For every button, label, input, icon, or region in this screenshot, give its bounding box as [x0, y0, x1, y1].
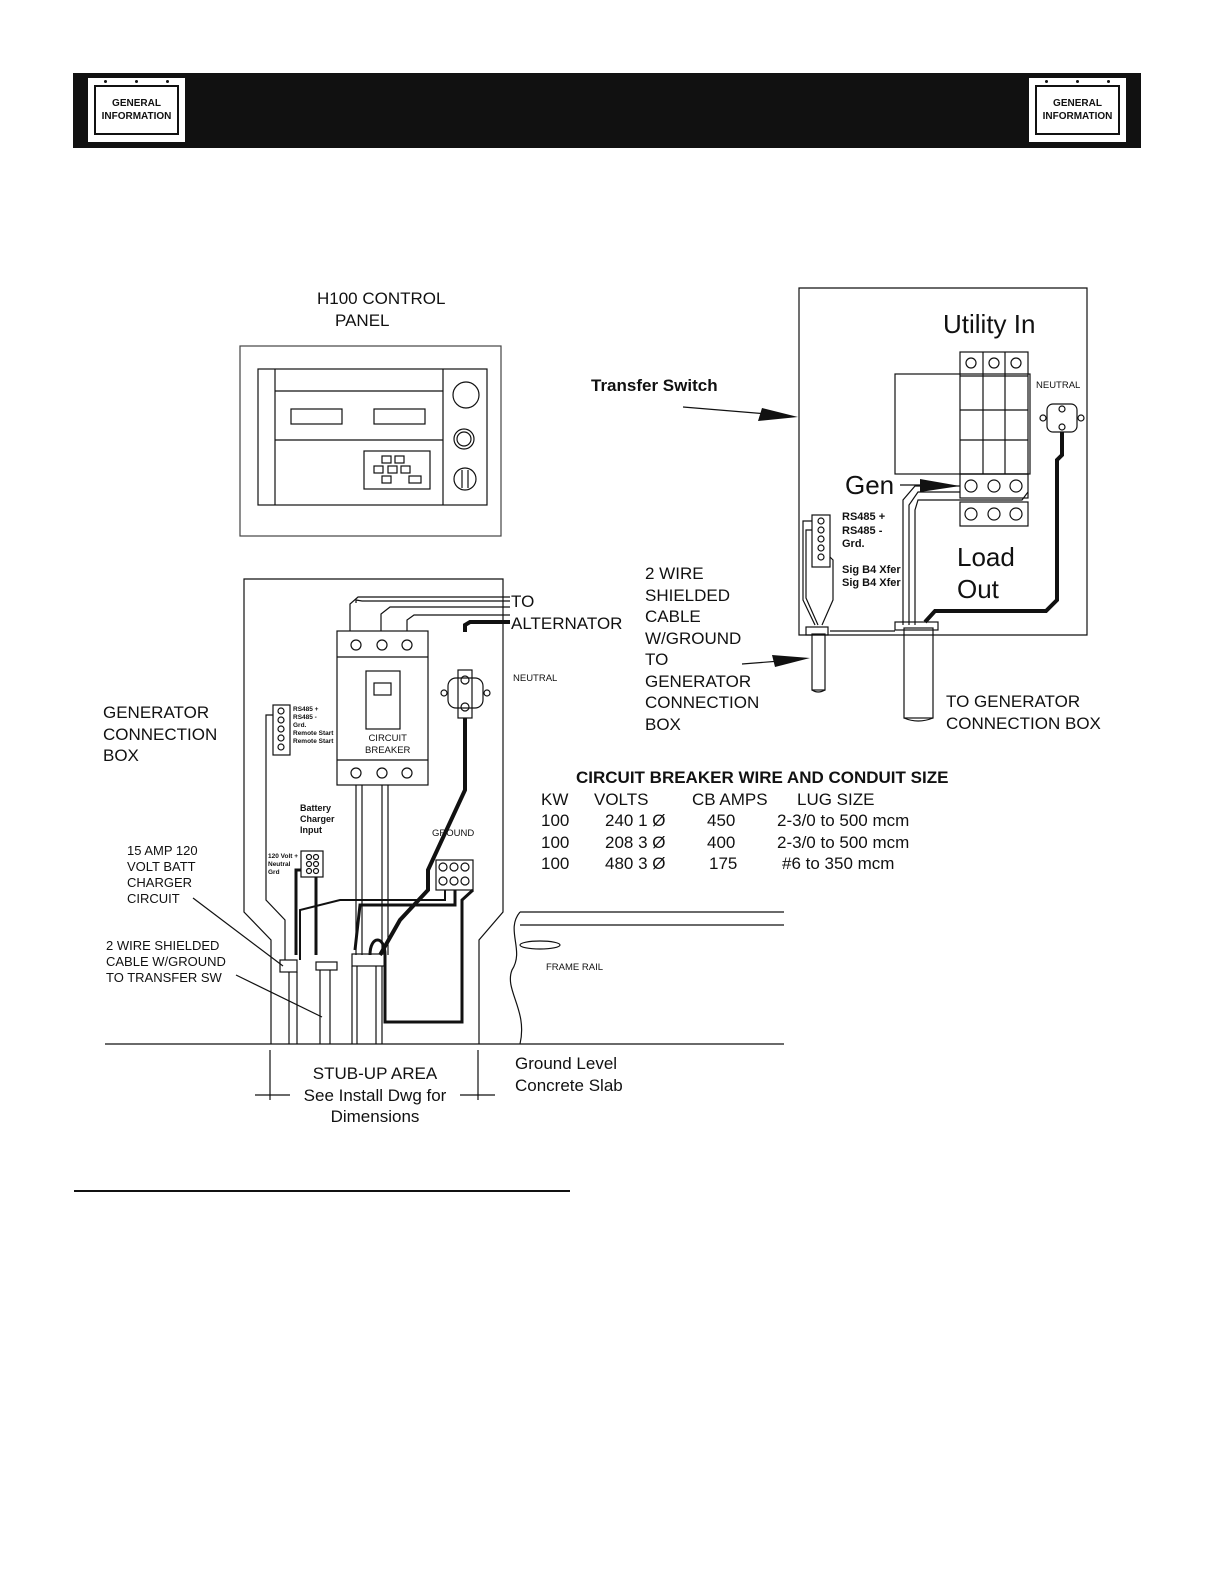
- ts-terminal-labels: RS485 + RS485 - Grd. Sig B4 Xfer Sig B4 …: [842, 511, 901, 591]
- table-header-lug-size: LUG SIZE: [797, 790, 875, 809]
- gen-terminal-remote-start-2: Remote Start: [293, 738, 334, 745]
- table-cell-cb-amps: 175: [709, 854, 738, 873]
- ground-level-label: Ground Level Concrete Slab: [515, 1054, 623, 1095]
- badge-line2: INFORMATION: [1042, 111, 1113, 122]
- gen-label: Gen: [845, 470, 895, 500]
- stub-up-area-label: STUB-UP AREA See Install Dwg for Dimensi…: [303, 1064, 447, 1126]
- header-bar: [73, 73, 1141, 148]
- table-cell-volts: 480 3 Ø: [605, 854, 666, 873]
- control-panel-title-line1: H100 CONTROL: [317, 289, 446, 308]
- general-information-badge-right: GENERAL INFORMATION: [1029, 78, 1126, 142]
- ts-terminal-sig2: Sig B4 Xfer: [842, 577, 901, 589]
- load-out-line2: Out: [957, 574, 999, 604]
- generator-connection-box-label: GENERATOR CONNECTION BOX: [103, 703, 218, 765]
- batt-charger-circuit-label: 15 AMP 120 VOLT BATT CHARGER CIRCUIT: [127, 843, 198, 906]
- ts-terminal-grd: Grd.: [842, 538, 865, 550]
- utility-in-label: Utility In: [943, 309, 1036, 339]
- shielded-cable-to-transfer-label: 2 WIRE SHIELDED CABLE W/GROUND TO TRANSF…: [106, 938, 226, 985]
- generator-box-drawing: [105, 578, 784, 1100]
- table-cell-kw: 100: [541, 833, 570, 852]
- table-title: CIRCUIT BREAKER WIRE AND CONDUIT SIZE: [576, 768, 949, 787]
- ground-label: GROUND: [432, 828, 475, 839]
- table-cell-volts: 208 3 Ø: [605, 833, 666, 852]
- two-wire-cable-to-gen-label: 2 WIRE SHIELDED CABLE W/GROUND TO GENERA…: [645, 564, 760, 734]
- transfer-switch-label: Transfer Switch: [591, 376, 718, 395]
- transfer-switch-drawing: [798, 287, 1088, 722]
- frame-rail-label: FRAME RAIL: [546, 962, 604, 973]
- control-panel-drawing: [239, 345, 502, 537]
- gen-neutral-label: NEUTRAL: [513, 673, 558, 684]
- ts-neutral-label: NEUTRAL: [1036, 380, 1081, 391]
- charger-terminal-labels: 120 Volt + Neutral Grd: [268, 853, 299, 876]
- badge-line1: GENERAL: [1053, 98, 1102, 109]
- ts-terminal-rs485-minus: RS485 -: [842, 524, 883, 537]
- table-cell-lug-size: #6 to 350 mcm: [782, 854, 895, 873]
- table-cell-kw: 100: [541, 811, 570, 830]
- gen-terminal-labels: RS485 + RS485 - Grd. Remote Start Remote…: [293, 706, 333, 746]
- gen-terminal-grd: Grd.: [293, 722, 307, 729]
- table-cell-volts: 240 1 Ø: [605, 811, 666, 830]
- battery-charger-input-label: Battery Charger Input: [300, 803, 335, 835]
- table-cell-kw: 100: [541, 854, 570, 873]
- to-generator-connection-box-label: TO GENERATOR CONNECTION BOX: [946, 692, 1101, 733]
- gen-terminal-rs485-minus: RS485 -: [293, 714, 317, 721]
- table-cell-lug-size: 2-3/0 to 500 mcm: [777, 811, 910, 830]
- gen-terminal-remote-start-1: Remote Start: [293, 730, 334, 737]
- badge-line2: INFORMATION: [101, 111, 172, 122]
- table-header-cb-amps: CB AMPS: [692, 790, 768, 809]
- load-out-line1: Load: [957, 542, 1015, 572]
- ts-terminal-rs485-plus: RS485 +: [842, 511, 886, 523]
- circuit-breaker-label: CIRCUIT BREAKER: [365, 733, 411, 756]
- control-panel-title-line2: PANEL: [335, 311, 390, 330]
- table-header-volts: VOLTS: [594, 790, 649, 809]
- section-divider: [74, 1190, 570, 1192]
- badge-line1: GENERAL: [112, 98, 161, 109]
- ts-terminal-sig1: Sig B4 Xfer: [842, 563, 901, 576]
- table-cell-cb-amps: 400: [707, 833, 736, 852]
- table-cell-cb-amps: 450: [707, 811, 736, 830]
- to-alternator-label: TO ALTERNATOR: [511, 592, 623, 633]
- general-information-badge-left: GENERAL INFORMATION: [88, 78, 185, 142]
- gen-terminal-rs485-plus: RS485 +: [293, 706, 319, 713]
- table-header-kw: KW: [541, 790, 569, 809]
- table-cell-lug-size: 2-3/0 to 500 mcm: [777, 833, 910, 852]
